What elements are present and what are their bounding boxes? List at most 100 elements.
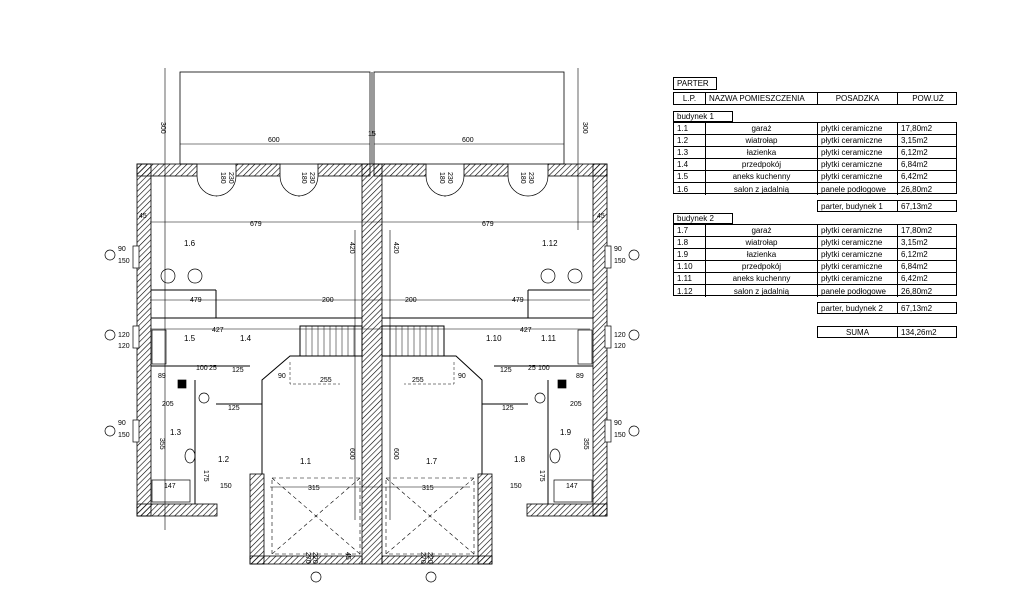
dim-hall-width-low-right: 125 — [502, 405, 514, 412]
cell-name: przedpokój — [706, 261, 818, 272]
cell-name: aneks kuchenny — [706, 171, 818, 182]
cell-lp: 1.8 — [674, 237, 706, 248]
cell-lp: 1.9 — [674, 249, 706, 260]
header-floor: POSADZKA — [818, 93, 898, 104]
cell-area: 17,80m2 — [901, 124, 933, 133]
cell-name: aneks kuchenny — [706, 273, 818, 284]
dim-step-right: 90 — [458, 373, 466, 380]
room-label: 1.3 — [170, 428, 182, 437]
dim-room-depth-left: 420 — [348, 242, 355, 254]
building-2-subtotal: parter, budynek 2 67,13m2 — [817, 302, 957, 314]
table-row: 1.6 salon z jadalnią panele podłogowe 26… — [674, 183, 956, 195]
table-row: 1.7 garaż płytki ceramiczne 17,80m2 — [674, 225, 956, 237]
room-schedule-table: PARTER L.P. NAZWA POMIESZCZENIA POSADZKA… — [673, 77, 957, 339]
building-1-label-box: budynek 1 — [673, 111, 733, 122]
table-row: 1.11 aneks kuchenny płytki ceramiczne 6,… — [674, 273, 956, 285]
subtotal-label: parter, budynek 2 — [818, 303, 898, 313]
sum-row: SUMA 134,26m2 — [817, 326, 957, 338]
cell-lp: 1.6 — [674, 183, 706, 195]
dim-outer-width-left: 679 — [250, 221, 262, 228]
dim-outer-width-right: 679 — [482, 221, 494, 228]
table-title: PARTER — [677, 79, 709, 88]
cell-name: łazienka — [706, 249, 818, 260]
dim-window-upper-h-left: 150 — [118, 258, 130, 265]
dim-side-left: 175 — [202, 470, 209, 482]
sum-value: 134,26m2 — [901, 327, 937, 337]
cell-name: wiatrołap — [706, 135, 818, 146]
dim-terrace-width-left: 600 — [268, 137, 280, 144]
building-1-rows: 1.1 garaż płytki ceramiczne 17,80m2 1.2 … — [673, 122, 957, 195]
table-row: 1.1 garaż płytki ceramiczne 17,80m2 — [674, 123, 956, 135]
dim-hall-width-left: 125 — [232, 367, 244, 374]
dim-window-top-4a: 180 — [519, 172, 526, 184]
dim-window-lower-right: 90 — [614, 420, 622, 427]
table-row: 1.9 łazienka płytki ceramiczne 6,12m2 — [674, 249, 956, 261]
dim-col-a-right: 100 — [538, 365, 550, 372]
dim-bath-width-left: 147 — [164, 483, 176, 490]
dim-bath-depth-left: 355 — [158, 438, 165, 450]
dim-window-top-1a: 180 — [219, 172, 226, 184]
dim-front-a-right: 270 — [419, 552, 426, 564]
building-label: budynek 2 — [677, 214, 714, 223]
dim-garage-width-left: 315 — [308, 485, 320, 492]
cell-area: 6,42m2 — [901, 274, 928, 283]
subtotal-label: parter, budynek 1 — [818, 201, 898, 211]
dim-window-top-2a: 180 — [300, 172, 307, 184]
dim-col-b-left: 25 — [209, 365, 217, 372]
cell-area: 6,12m2 — [901, 250, 928, 259]
dim-wall-left: 45 — [139, 213, 147, 220]
cell-lp: 1.3 — [674, 147, 706, 158]
room-label: 1.7 — [426, 457, 438, 466]
sum-label: SUMA — [818, 327, 898, 337]
room-label: 1.2 — [218, 455, 230, 464]
dim-wind-width-right: 150 — [510, 483, 522, 490]
table-row: 1.10 przedpokój płytki ceramiczne 6,84m2 — [674, 261, 956, 273]
room-label: 1.8 — [514, 455, 526, 464]
dim-salon-width-left: 479 — [190, 297, 202, 304]
cell-lp: 1.11 — [674, 273, 706, 284]
dim-window-mid-right: 120 — [614, 332, 626, 339]
building-1-subtotal: parter, budynek 1 67,13m2 — [817, 200, 957, 212]
cell-floor: płytki ceramiczne — [818, 273, 898, 284]
cell-floor: płytki ceramiczne — [818, 123, 898, 134]
dim-bath-depth-right: 355 — [582, 438, 589, 450]
cell-floor: płytki ceramiczne — [818, 135, 898, 146]
cell-floor: płytki ceramiczne — [818, 159, 898, 170]
cell-name: garaż — [706, 225, 818, 236]
dim-window-top-4b: 230 — [527, 172, 534, 184]
room-label: 1.4 — [240, 334, 252, 343]
building-label: budynek 1 — [677, 112, 714, 121]
cell-name: salon z jadalnią — [706, 285, 818, 297]
dim-mid-gap: 15 — [368, 131, 376, 138]
dim-terrace-depth-left: 300 — [159, 122, 166, 134]
cell-area: 6,12m2 — [901, 148, 928, 157]
dim-salon-width-right: 479 — [512, 297, 524, 304]
dim-garage-depth-right: 600 — [392, 448, 399, 460]
table-row: 1.8 wiatrołap płytki ceramiczne 3,15m2 — [674, 237, 956, 249]
table-row: 1.12 salon z jadalnią panele podłogowe 2… — [674, 285, 956, 297]
header-lp: L.P. — [674, 93, 706, 104]
dim-col-b-right: 25 — [528, 365, 536, 372]
dim-window-lower-h-right: 150 — [614, 432, 626, 439]
cell-lp: 1.2 — [674, 135, 706, 146]
dim-wind-width-left: 150 — [220, 483, 232, 490]
room-label: 1.11 — [541, 334, 557, 343]
cell-lp: 1.4 — [674, 159, 706, 170]
dim-window-top-3b: 230 — [446, 172, 453, 184]
cell-area: 6,84m2 — [901, 160, 928, 169]
table-title-box: PARTER — [673, 77, 717, 90]
cell-floor: płytki ceramiczne — [818, 147, 898, 158]
side-window-markers — [104, 245, 640, 583]
outer-walls — [136, 163, 608, 565]
dim-kitchen-width-left: 427 — [212, 327, 224, 334]
dim-window-top-2b: 230 — [308, 172, 315, 184]
cell-area: 26,80m2 — [901, 184, 933, 194]
room-label: 1.10 — [486, 334, 502, 343]
table-row: 1.5 aneks kuchenny płytki ceramiczne 6,4… — [674, 171, 956, 183]
garage-doors — [271, 477, 475, 555]
dim-stair-width-right: 200 — [405, 297, 417, 304]
cell-floor: płytki ceramiczne — [818, 225, 898, 236]
subtotal-value: 67,13m2 — [901, 303, 933, 313]
terrace-outline — [179, 71, 565, 165]
